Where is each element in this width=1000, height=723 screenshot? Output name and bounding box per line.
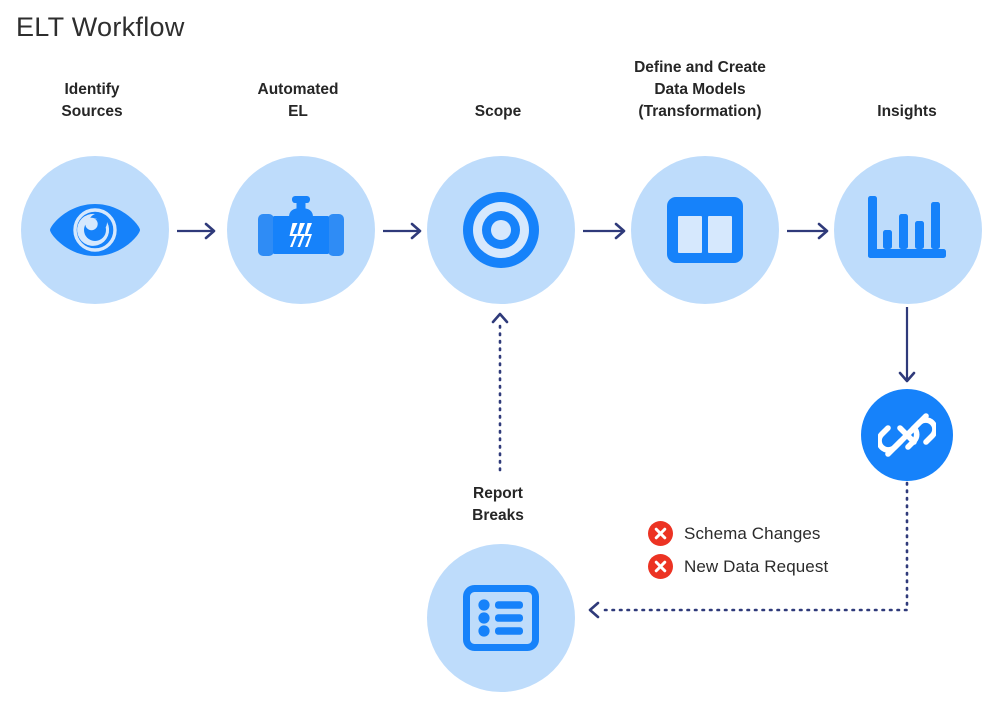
arrow-scope-to-models [583,222,626,240]
report-breaks-node[interactable] [427,544,575,692]
stage-label-automated-el: Automated EL [257,81,339,120]
stage-label-identify-sources: Identify Sources [61,81,123,120]
legend-item-schema-changes: Schema Changes [648,517,828,550]
valve-icon [258,196,344,256]
stage-label-scope: Scope [474,103,522,120]
arrow-report-breaks-to-scope [491,312,509,472]
arrow-identify-to-automated [177,222,216,240]
stage-node-define-create-data-models[interactable] [631,156,779,304]
legend-label: New Data Request [684,556,829,576]
broken-link-node[interactable] [861,389,953,481]
unlink-icon [878,413,936,457]
arrow-models-to-insights [787,222,829,240]
legend-label: Schema Changes [684,523,821,543]
stage-node-scope[interactable] [427,156,575,304]
columns-layout-icon [667,197,743,263]
stage-label-define-create-data-models: Define and Create Data Models (Transform… [634,59,766,120]
arrow-insights-to-broken-link [898,307,916,383]
stage-node-automated-el[interactable] [227,156,375,304]
legend-item-new-data-request: New Data Request [648,550,828,583]
bar-chart-icon [868,196,946,258]
list-icon [463,585,539,651]
eye-icon [50,204,140,256]
stage-node-identify-sources[interactable] [21,156,169,304]
target-icon [463,192,539,268]
legend: Schema Changes New Data Request [648,517,828,583]
x-circle-icon [648,521,673,546]
page-title: ELT Workflow [16,12,185,42]
stage-node-insights[interactable] [834,156,982,304]
stage-label-insights: Insights [877,103,937,120]
arrow-automated-to-scope [383,222,422,240]
x-circle-icon [648,554,673,579]
stage-label-report-breaks: Report Breaks [472,485,524,524]
